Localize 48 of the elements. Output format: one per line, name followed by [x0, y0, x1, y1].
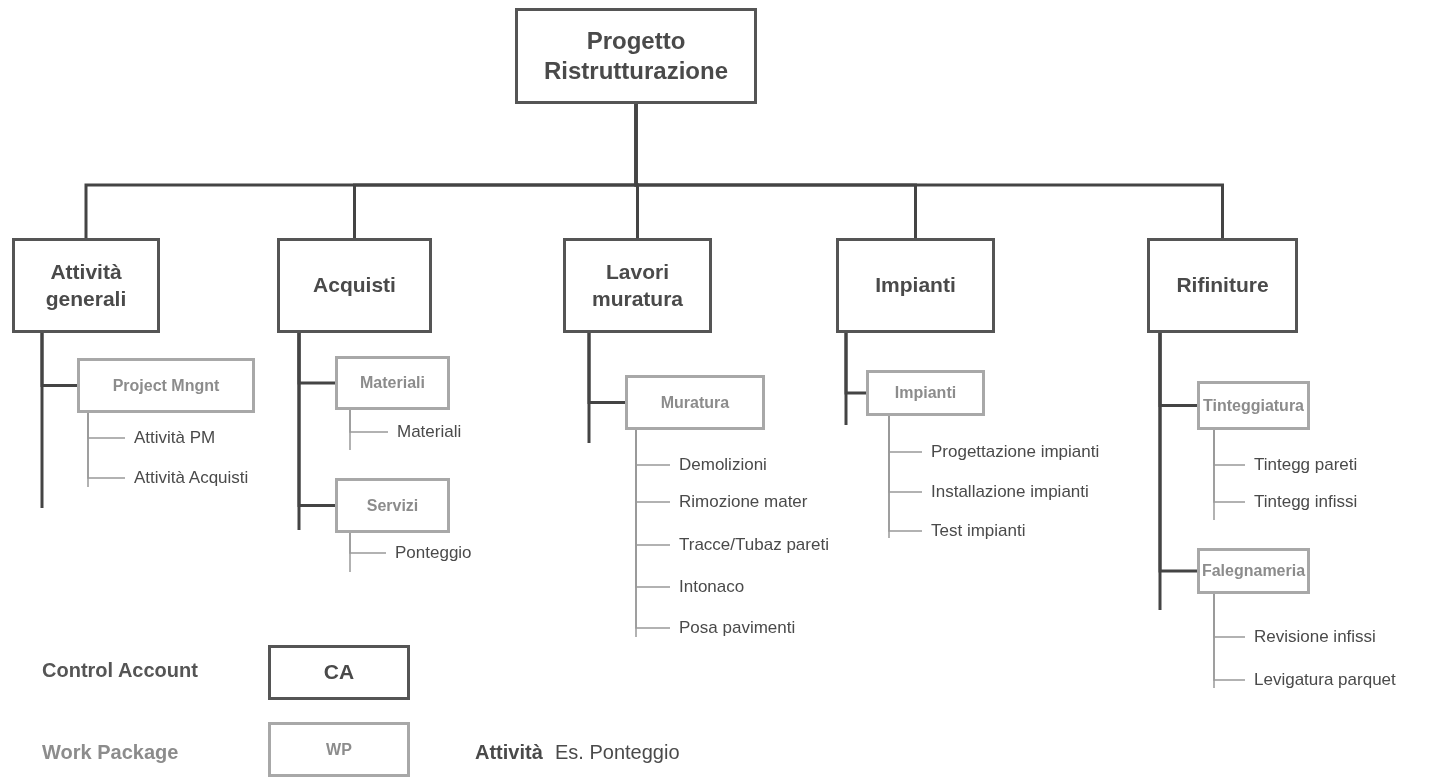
connector-line [87, 412, 126, 479]
project-box: Progetto Ristrutturazione [515, 8, 757, 104]
connector-line [635, 429, 671, 629]
activity-text: Posa pavimenti [670, 616, 796, 640]
key-label: Attività [475, 740, 543, 764]
work-package-box: Falegnameria [1197, 548, 1310, 594]
control-account-box: Rifiniture [1147, 238, 1298, 333]
activity-text: Attività Acquisti [125, 466, 249, 490]
activity-text: Rimozione mater [670, 490, 808, 514]
control-account-box: Attività generali [12, 238, 160, 333]
activity-text: Materiali [388, 420, 462, 444]
work-package-box: WP [268, 722, 410, 777]
key-label: Work Package [42, 740, 179, 764]
example-text: Es. Ponteggio [555, 740, 680, 764]
control-account-box: CA [268, 645, 410, 700]
activity-text: Attività PM [125, 426, 216, 450]
connector-line [297, 333, 335, 507]
connector-line [888, 415, 923, 532]
control-account-box: Impianti [836, 238, 995, 333]
work-package-box: Project Mngnt [77, 358, 255, 413]
control-account-box: Acquisti [277, 238, 432, 333]
control-account-box: Lavori muratura [563, 238, 712, 333]
connector-line [1213, 429, 1246, 503]
work-package-box: Materiali [335, 356, 450, 410]
connector-line [40, 333, 77, 387]
activity-text: Levigatura parquet [1245, 668, 1396, 692]
activity-text: Tintegg infissi [1245, 490, 1358, 514]
work-package-box: Muratura [625, 375, 765, 430]
activity-text: Intonaco [670, 575, 745, 599]
activity-text: Demolizioni [670, 453, 767, 477]
activity-text: Revisione infissi [1245, 625, 1376, 649]
work-package-box: Servizi [335, 478, 450, 533]
activity-text: Tracce/Tubaz pareti [670, 533, 829, 557]
activity-text: Progettazione impianti [922, 440, 1100, 464]
activity-text: Tintegg pareti [1245, 453, 1358, 477]
connector-line [349, 409, 389, 433]
activity-text: Installazione impianti [922, 480, 1089, 504]
work-package-box: Impianti [866, 370, 985, 416]
key-label: Control Account [42, 658, 198, 682]
connector-line [1213, 593, 1246, 681]
connector-line [1158, 333, 1197, 573]
connector-line [587, 333, 625, 404]
activity-text: Test impianti [922, 519, 1026, 543]
work-package-box: Tinteggiatura [1197, 381, 1310, 430]
connector-line [349, 532, 387, 554]
connector-line [634, 104, 1224, 238]
connector-line [844, 333, 866, 395]
activity-text: Ponteggio [386, 541, 472, 565]
